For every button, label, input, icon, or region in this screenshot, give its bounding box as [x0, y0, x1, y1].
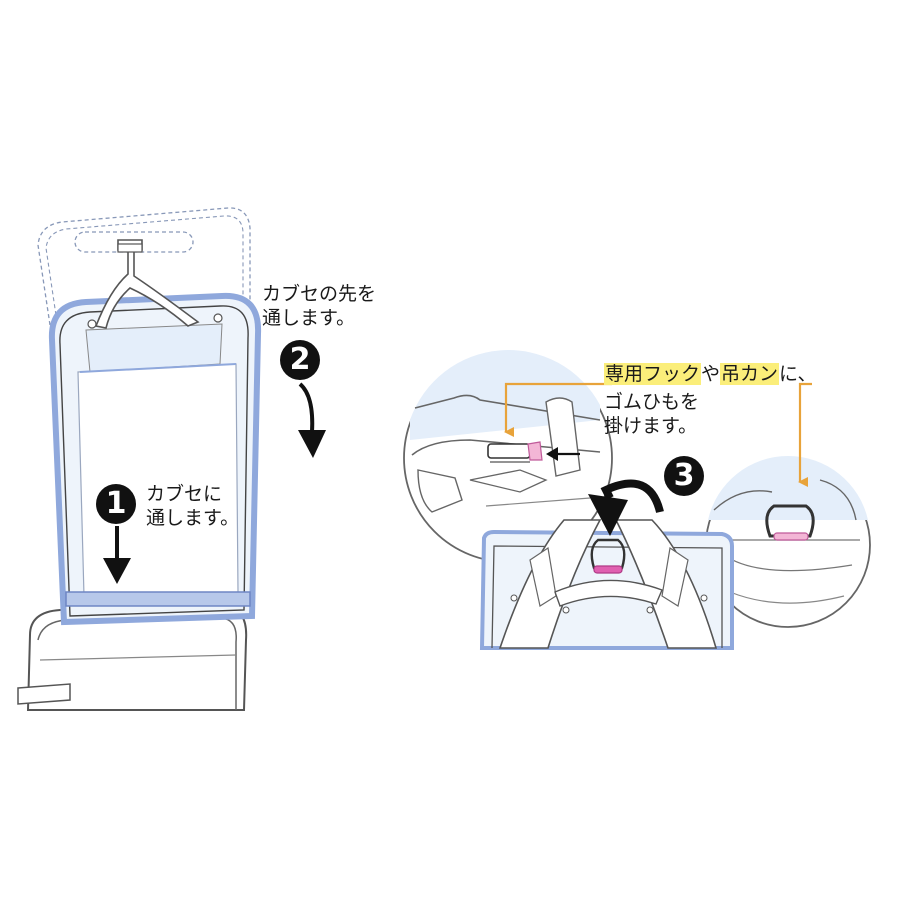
- step-3-line2: ゴムひもを: [604, 391, 700, 413]
- hook-term: 専用フック: [604, 363, 702, 385]
- right-figure: [403, 350, 871, 650]
- step-3-line3: 掛けます。: [604, 415, 698, 437]
- step-1-line1: カブセに: [146, 483, 223, 505]
- hook-tab: [117, 243, 143, 253]
- callout-lines: [504, 382, 812, 487]
- backpack-top-view: [479, 519, 734, 650]
- step-2-line1: カブセの先を: [262, 283, 377, 305]
- left-figure: [17, 207, 326, 711]
- down-arrow-icon: [298, 430, 326, 458]
- cover-inner-edge: [59, 305, 249, 617]
- backpack-ledge: [17, 683, 71, 705]
- cover-window-line: [79, 363, 237, 373]
- pink-rubber: [593, 565, 623, 574]
- hook-icon: [94, 239, 200, 329]
- rivet: [87, 319, 97, 329]
- step-3-number: 3: [664, 456, 704, 496]
- step-1-number: 1: [96, 484, 136, 524]
- step-2-label: カブセの先を 通します。: [262, 282, 376, 330]
- d-ring-icon: [765, 504, 815, 538]
- step-3-label: 専用フックや吊カンに、 ゴムひもを 掛けます。: [604, 362, 816, 438]
- step-2-number: 2: [280, 340, 320, 380]
- curved-arrow-icon: [600, 479, 664, 514]
- step-3-connector: や: [701, 363, 721, 385]
- backpack-seam: [39, 654, 237, 661]
- step1-arrow: [103, 526, 131, 584]
- step-1-label: カブセに 通します。: [146, 482, 239, 530]
- step2-arrow: [298, 382, 326, 458]
- belt-band: [65, 591, 251, 607]
- step-3-line1: 専用フックや吊カンに、: [604, 362, 816, 386]
- dashed-cover-outline: [37, 207, 251, 326]
- step-3-suffix: に、: [779, 363, 817, 385]
- down-arrow-icon: [588, 494, 628, 536]
- rivet: [213, 313, 223, 323]
- step-2-line2: 通します。: [262, 307, 356, 329]
- magnified-view-ring: [705, 455, 871, 628]
- hook-detail: [487, 443, 531, 459]
- pointer-arrow: [546, 447, 580, 461]
- ring-term: 吊カン: [720, 363, 780, 385]
- cover-panel: [77, 363, 239, 597]
- dashed-cover-outline-inner: [45, 215, 244, 323]
- left-arrow-icon: [546, 447, 558, 461]
- d-ring-icon: [590, 538, 626, 570]
- hook-tip: [527, 441, 543, 461]
- strap-bridge: [554, 579, 663, 607]
- step3-arrow: [588, 479, 664, 536]
- down-arrow-icon: [103, 558, 131, 584]
- step-1-line2: 通します。: [146, 507, 240, 529]
